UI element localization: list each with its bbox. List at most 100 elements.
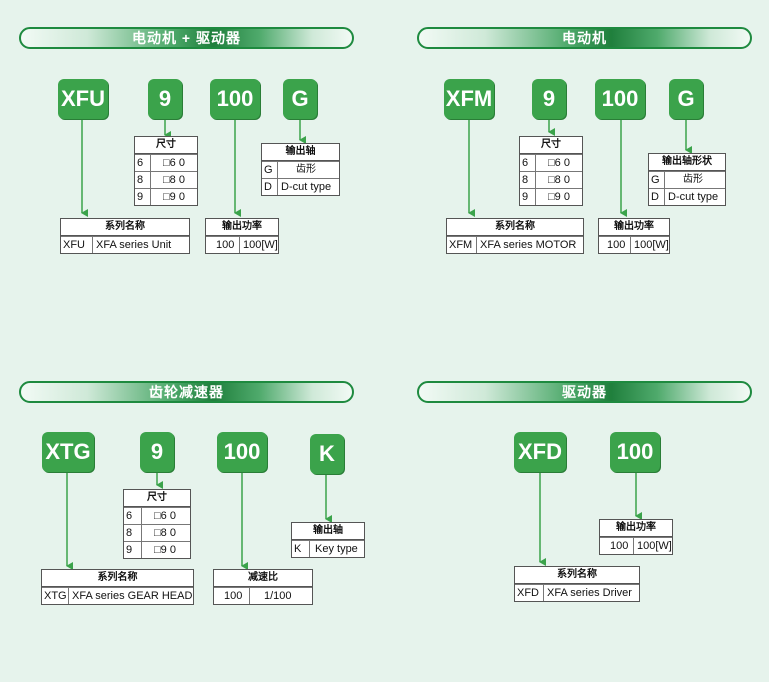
table-cell: 8 (124, 525, 142, 541)
section-header-gear-head: 齿轮减速器 (19, 381, 354, 403)
table-cell: D-cut type (281, 181, 332, 193)
shaft-table: 输出轴 K Key type (291, 522, 365, 558)
table-cell: □8 0 (548, 174, 570, 186)
table-cell: □9 0 (154, 544, 176, 556)
table-cell: D (649, 189, 665, 205)
table-title: 系列名称 (447, 219, 583, 236)
table-cell: D (262, 179, 278, 195)
table-cell: XFA series Unit (96, 239, 172, 251)
ratio-code-box: 100 (217, 432, 267, 472)
table-cell: 100 (600, 538, 634, 554)
size-code-box: 9 (148, 79, 182, 119)
table-cell: G (649, 172, 665, 188)
section-header-driver: 驱动器 (417, 381, 752, 403)
table-cell: □6 0 (163, 157, 185, 169)
table-cell: 100 (214, 588, 250, 604)
section-header-motor-driver: 电动机 + 驱动器 (19, 27, 354, 49)
table-cell: XFM (447, 237, 477, 253)
table-cell: XFU (61, 237, 93, 253)
table-cell: 1/100 (264, 590, 292, 602)
table-cell: K (292, 541, 310, 557)
table-cell: XFA series GEAR HEAD (72, 590, 193, 602)
table-cell: G (262, 162, 278, 178)
table-row: G 齿形 (262, 161, 339, 178)
table-title: 输出功率 (600, 520, 672, 537)
shaft-code-box: G (669, 79, 703, 119)
table-title: 系列名称 (61, 219, 189, 236)
section-header-motor: 电动机 (417, 27, 752, 49)
size-table: 尺寸 6□6 0 8 □8 0 9 □9 0 (519, 136, 583, 206)
shaft-code-box: G (283, 79, 317, 119)
table-title: 输出轴形状 (649, 154, 725, 171)
table-row: 100 1/100 (214, 587, 312, 604)
table-title: 输出功率 (599, 219, 669, 236)
table-cell: D-cut type (668, 191, 719, 203)
size-code-box: 9 (532, 79, 566, 119)
table-row: 9 □9 0 (135, 188, 197, 205)
table-row: 8 □8 0 (520, 171, 582, 188)
table-cell: 9 (124, 542, 142, 558)
power-code-box: 100 (210, 79, 260, 119)
table-cell: 8 (520, 172, 536, 188)
table-cell: XTG (42, 588, 69, 604)
table-title: 系列名称 (515, 567, 639, 584)
table-cell: □6 0 (548, 157, 570, 169)
table-title: 输出功率 (206, 219, 278, 236)
table-cell: 齿形 (683, 174, 703, 185)
table-title: 系列名称 (42, 570, 193, 587)
table-row: 9 □9 0 (520, 188, 582, 205)
table-row: K Key type (292, 540, 364, 557)
table-cell: □8 0 (154, 527, 176, 539)
size-table: 尺寸 6□6 0 8□8 0 9□9 0 (123, 489, 191, 559)
power-code-box: 100 (595, 79, 645, 119)
table-cell: 6 (124, 508, 142, 524)
table-cell: XFA series Driver (547, 587, 632, 599)
table-cell: □9 0 (548, 191, 570, 203)
table-cell: 齿形 (296, 164, 316, 175)
table-cell: □8 0 (163, 174, 185, 186)
table-row: 6□6 0 (520, 154, 582, 171)
table-cell: 8 (135, 172, 151, 188)
table-row: 8 □8 0 (135, 171, 197, 188)
series-code-box: XFM (444, 79, 494, 119)
table-cell: 100[W] (243, 239, 278, 251)
table-title: 尺寸 (520, 137, 582, 154)
shaft-code-box: K (310, 434, 344, 474)
table-title: 尺寸 (135, 137, 197, 154)
table-row: 8 □8 0 (124, 524, 190, 541)
table-row: 6 □6 0 (135, 154, 197, 171)
series-code-box: XFD (514, 432, 566, 472)
size-table: 尺寸 6 □6 0 8 □8 0 9 □9 0 (134, 136, 198, 206)
table-cell: 100[W] (637, 540, 672, 552)
table-cell: 9 (520, 189, 536, 205)
table-title: 输出轴 (292, 523, 364, 540)
table-cell: 100 (206, 237, 240, 253)
table-cell: 100[W] (634, 239, 669, 251)
table-row: 6□6 0 (124, 507, 190, 524)
table-cell: 9 (135, 189, 151, 205)
table-cell: □9 0 (163, 191, 185, 203)
table-cell: XFD (515, 585, 544, 601)
table-cell: 6 (135, 155, 151, 171)
power-code-box: 100 (610, 432, 660, 472)
table-row: 9 □9 0 (124, 541, 190, 558)
series-code-box: XFU (58, 79, 108, 119)
table-cell: 100 (599, 237, 631, 253)
table-cell: Key type (315, 543, 358, 555)
table-title: 输出轴 (262, 144, 339, 161)
